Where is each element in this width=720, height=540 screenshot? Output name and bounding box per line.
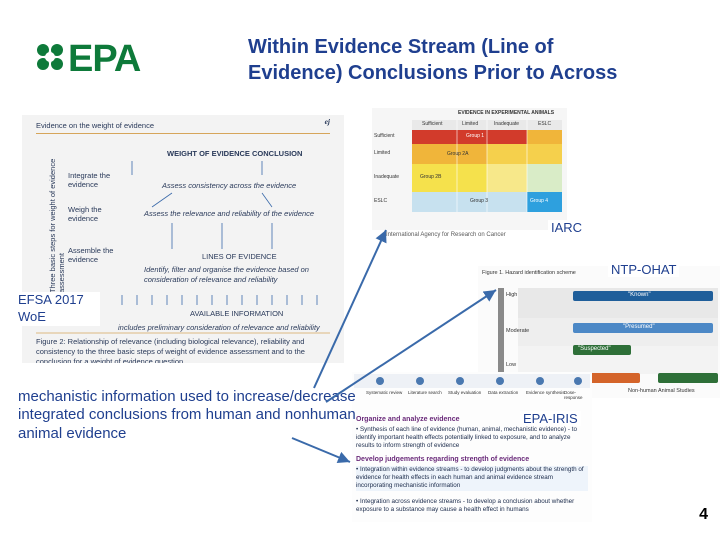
ntp-level-low: Low [506, 362, 517, 368]
iarc-row-limited: Limited [374, 150, 391, 156]
efsa-step-assemble: Assemble the evidence [68, 246, 114, 264]
iarc-label: IARC [548, 220, 586, 235]
ntp-level-moderate: Moderate [506, 328, 530, 334]
epa-logo: EPA [34, 38, 154, 80]
iris-synthesis-text: • Synthesis of each line of evidence (hu… [356, 426, 577, 450]
iris-process-flow [354, 374, 590, 388]
epa-logo-text: EPA [68, 38, 141, 80]
efsa-brand-logo: ej [324, 117, 330, 126]
efsa-caption: Figure 2: Relationship of relevance (inc… [36, 337, 305, 363]
slide-title: Within Evidence Stream (Line of Evidence… [248, 36, 618, 84]
iris-step-5: Evidence synthesis [526, 390, 565, 395]
page-number: 4 [699, 506, 708, 523]
efsa-assess-relevance: Assess the relevance and reliability of … [144, 209, 315, 218]
ntp-hazard-scheme [478, 266, 720, 398]
iris-step-2: Literature search [408, 390, 442, 395]
efsa-arrows-diagram [36, 161, 330, 334]
iarc-group4: Group 4 [530, 198, 549, 204]
iarc-footer: International Agency for Research on Can… [386, 232, 506, 238]
ntp-known: "Known" [628, 292, 651, 298]
iarc-col-limited: Limited [462, 121, 479, 127]
efsa-assess-consistency: Assess consistency across the evidence [162, 181, 297, 190]
efsa-header-divider [36, 133, 330, 134]
epa-flower-icon [37, 44, 63, 70]
iarc-group2b: Group 2B [420, 174, 442, 180]
ntp-footer: Non-human Animal Studies [628, 388, 695, 394]
iarc-row-eslc: ESLC [374, 198, 388, 204]
efsa-lines-of-evidence: LINES OF EVIDENCE [202, 252, 277, 261]
iris-heading-develop: Develop judgements regarding strength of… [356, 456, 530, 463]
epa-iris-figure: Systematic review Literature search Stud… [352, 372, 592, 522]
iarc-group2a: Group 2A [447, 151, 469, 157]
iarc-figure: EVIDENCE IN EXPERIMENTAL ANIMALS Suffici… [372, 108, 567, 230]
ntp-ohat-label: NTP-OHAT [608, 262, 680, 277]
iris-step-3: Study evaluation [448, 390, 482, 395]
efsa-step-integrate: Integrate the evidence [68, 171, 111, 189]
iarc-title: EVIDENCE IN EXPERIMENTAL ANIMALS [458, 110, 555, 116]
efsa-label: EFSA 2017 WoE [18, 292, 100, 326]
iarc-col-inadequate: Inadequate [494, 121, 520, 127]
efsa-step-weigh: Weigh the evidence [68, 205, 102, 223]
ntp-presumed: "Presumed" [623, 324, 655, 330]
iarc-group3: Group 3 [470, 198, 489, 204]
ntp-suspected: "Suspected" [578, 346, 611, 352]
efsa-woe-figure: Evidence on the weight of evidence ej Th… [22, 115, 344, 363]
efsa-woe-conclusion: WEIGHT OF EVIDENCE CONCLUSION [167, 149, 303, 158]
iris-across-text: • Integration across evidence streams - … [356, 498, 575, 514]
ntp-title: Figure 1. Hazard identification scheme [482, 270, 576, 276]
efsa-identify-text: Identify, filter and organise the eviden… [144, 265, 309, 284]
iris-within-text: • Integration within evidence streams - … [356, 466, 588, 491]
iarc-row-sufficient: Sufficient [374, 133, 395, 139]
mechanistic-info-text: mechanistic information used to increase… [18, 388, 356, 442]
iarc-group1: Group 1 [466, 133, 485, 139]
iarc-row-inadequate: Inadequate [374, 174, 400, 180]
epa-iris-label: EPA-IRIS [520, 411, 581, 426]
efsa-available-information: AVAILABLE INFORMATION [190, 309, 284, 318]
efsa-figure-header: Evidence on the weight of evidence [36, 121, 154, 130]
iarc-classification-table [372, 108, 567, 230]
iris-step-1: Systematic review [366, 390, 403, 395]
iarc-col-eslc: ESLC [538, 121, 552, 127]
iris-heading-organize: Organize and analyze evidence [356, 416, 460, 423]
efsa-prelim-text: includes preliminary consideration of re… [118, 323, 320, 332]
ntp-level-high: High [506, 292, 518, 298]
iarc-col-sufficient: Sufficient [422, 121, 443, 127]
iris-step-6: Dose-response [564, 390, 583, 400]
iris-step-4: Data extraction [488, 390, 519, 395]
